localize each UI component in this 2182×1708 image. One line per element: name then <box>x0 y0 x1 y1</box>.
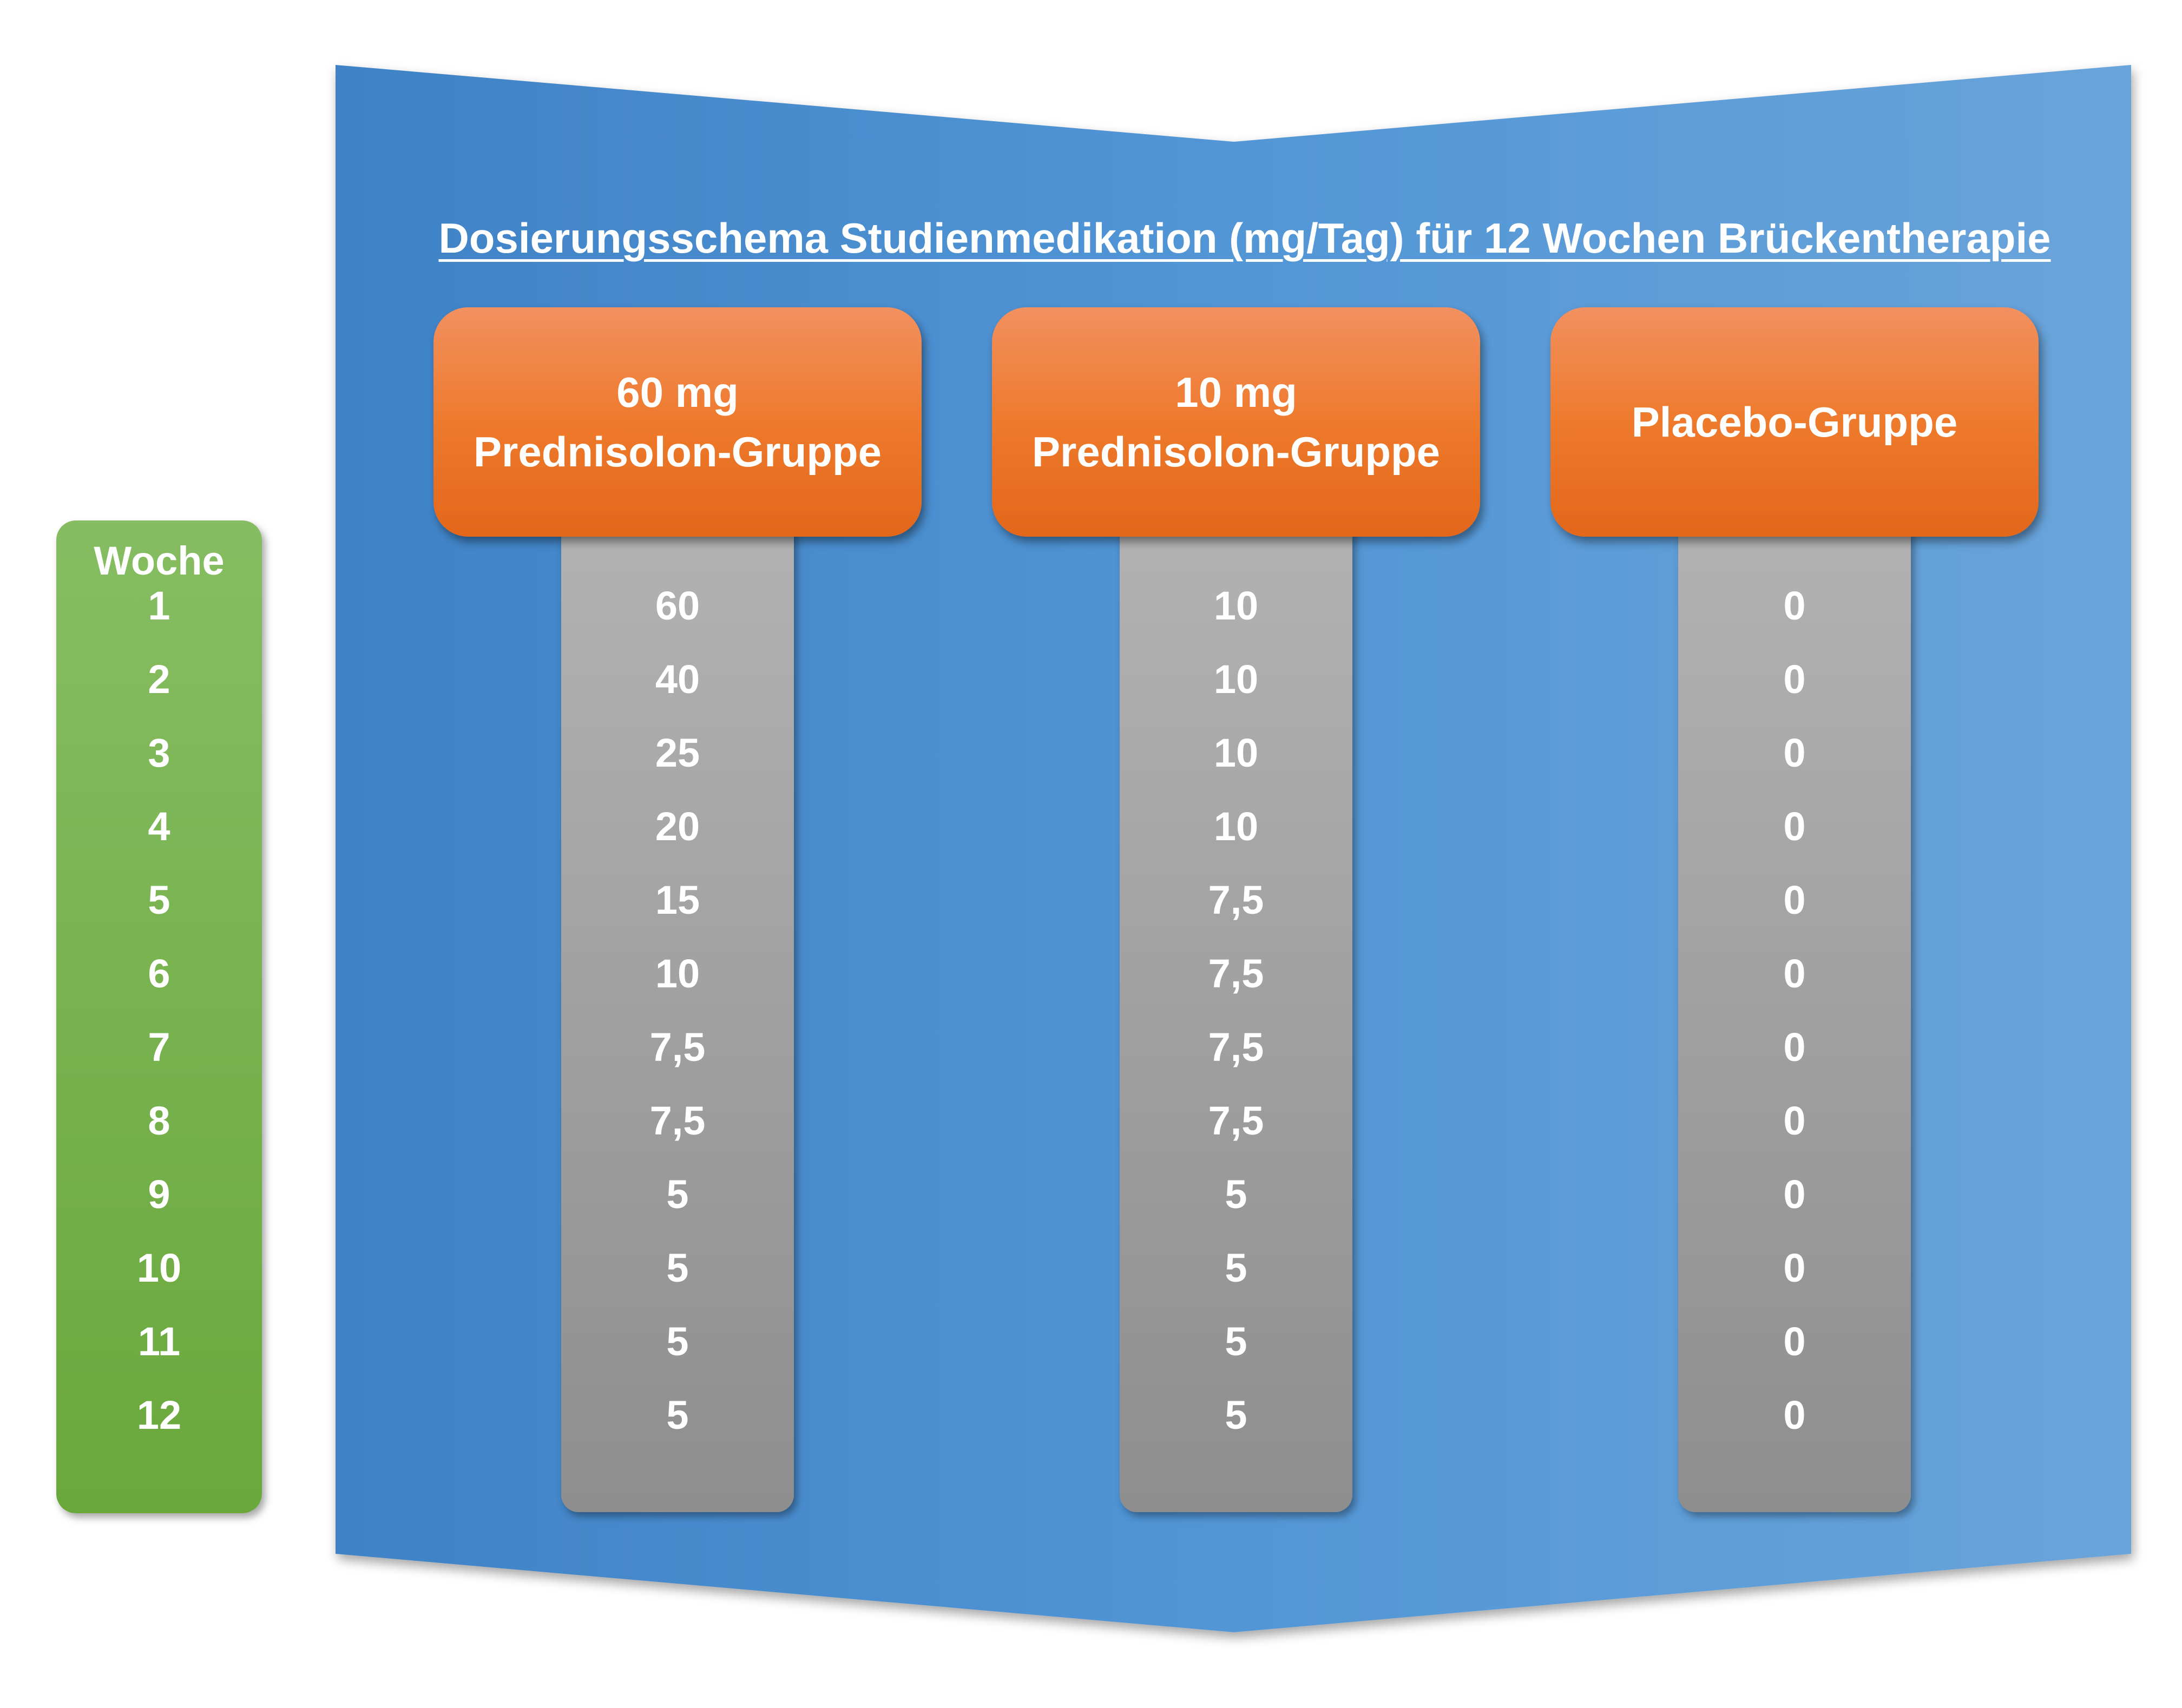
dose-value: 15 <box>655 878 700 922</box>
dose-value: 5 <box>666 1319 689 1364</box>
week-header: Woche <box>94 538 225 583</box>
dose-value: 7,5 <box>1208 951 1264 996</box>
week-number: 1 <box>148 583 170 628</box>
dose-value: 10 <box>1213 657 1259 702</box>
dose-value: 0 <box>1783 804 1806 849</box>
dose-value: 40 <box>655 657 700 702</box>
dose-value: 7,5 <box>649 1098 706 1143</box>
dose-value: 0 <box>1783 657 1806 702</box>
week-number: 3 <box>148 730 170 775</box>
dose-value: 5 <box>666 1393 689 1437</box>
dose-value: 5 <box>1225 1319 1247 1364</box>
dose-value: 10 <box>1213 583 1259 628</box>
dose-value: 0 <box>1783 1098 1806 1143</box>
dose-value: 5 <box>1225 1393 1247 1437</box>
week-number: 6 <box>148 951 170 996</box>
dose-value: 10 <box>655 951 700 996</box>
week-number: 7 <box>148 1025 170 1070</box>
dose-value: 10 <box>1213 730 1259 775</box>
dose-value: 7,5 <box>1208 1098 1264 1143</box>
week-number: 10 <box>136 1245 182 1290</box>
dose-value: 0 <box>1783 1393 1806 1437</box>
dose-value: 20 <box>655 804 700 849</box>
dose-pillar <box>561 530 794 1512</box>
group-header: 10 mg Prednisolon-Gruppe <box>992 307 1480 537</box>
week-number: 5 <box>148 878 170 922</box>
dose-value: 0 <box>1783 1319 1806 1364</box>
dose-value: 0 <box>1783 1025 1806 1070</box>
week-number: 12 <box>136 1393 182 1437</box>
diagram-title: Dosierungsschema Studienmedikation (mg/T… <box>438 214 2051 262</box>
dose-value: 10 <box>1213 804 1259 849</box>
dose-value: 25 <box>655 730 700 775</box>
week-number: 8 <box>148 1098 170 1143</box>
dose-pillar <box>1120 530 1352 1512</box>
dose-value: 0 <box>1783 1172 1806 1217</box>
dose-value: 5 <box>1225 1172 1247 1217</box>
dose-value: 0 <box>1783 951 1806 996</box>
dose-value: 5 <box>666 1172 689 1217</box>
week-number: 4 <box>148 804 170 849</box>
group-header: Placebo-Gruppe <box>1550 307 2039 537</box>
dose-value: 5 <box>666 1245 689 1290</box>
dose-value: 7,5 <box>1208 1025 1264 1070</box>
dose-value: 60 <box>655 583 700 628</box>
dose-value: 0 <box>1783 1245 1806 1290</box>
dose-pillar <box>1678 530 1911 1512</box>
dose-value: 7,5 <box>1208 878 1264 922</box>
dose-value: 7,5 <box>649 1025 706 1070</box>
group-header: 60 mg Prednisolon-Gruppe <box>433 307 922 537</box>
dose-value: 0 <box>1783 583 1806 628</box>
dose-value: 5 <box>1225 1245 1247 1290</box>
dose-value: 0 <box>1783 878 1806 922</box>
dose-value: 0 <box>1783 730 1806 775</box>
week-number: 11 <box>137 1319 181 1364</box>
week-column <box>56 520 262 1513</box>
week-number: 9 <box>148 1172 170 1217</box>
week-number: 2 <box>148 657 170 702</box>
